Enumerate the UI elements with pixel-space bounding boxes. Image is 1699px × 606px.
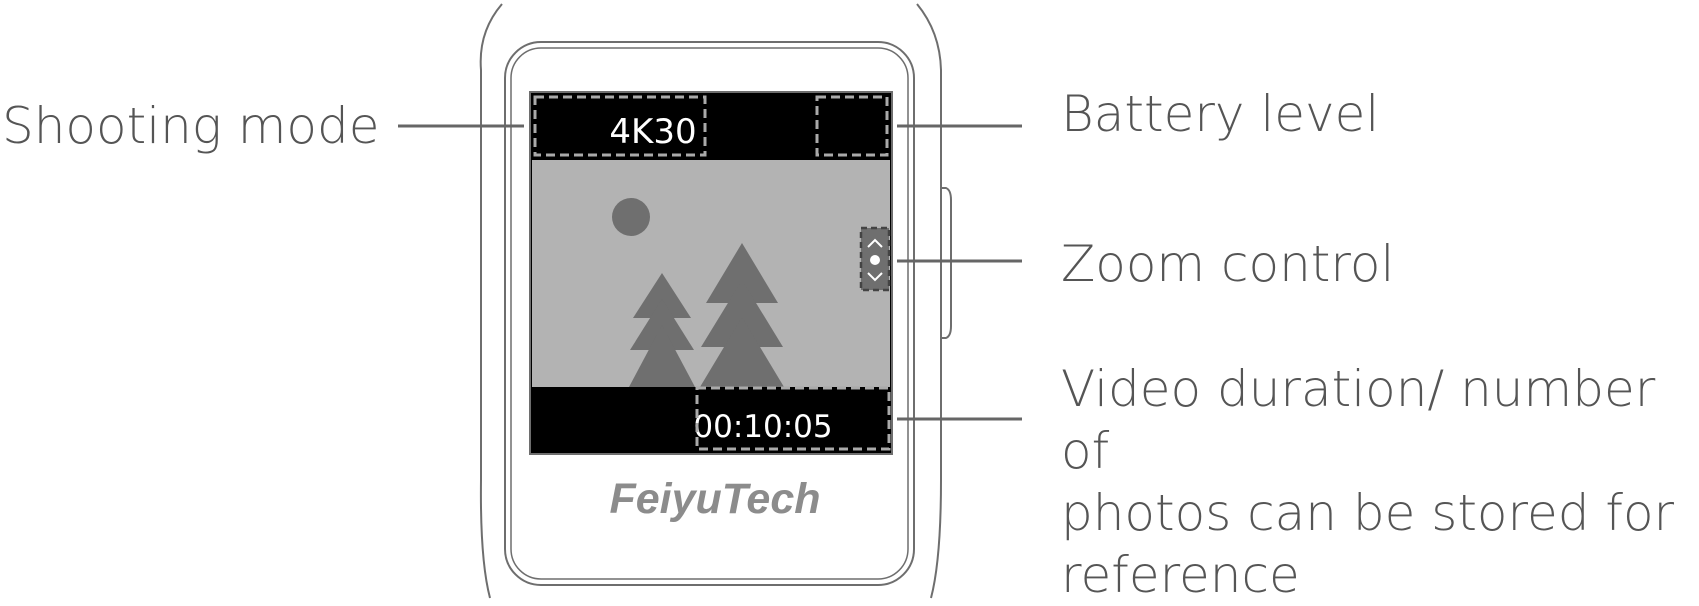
screen-bezel-inner: [510, 47, 909, 580]
zoom-out-icon: [867, 272, 883, 282]
mode-highlight-box: [533, 95, 707, 157]
sun-icon: [612, 198, 650, 236]
device-housing-right: [916, 3, 942, 599]
battery-highlight-box: [815, 95, 889, 157]
label-video-duration: Video duration/ number of photos can be …: [1061, 360, 1675, 604]
label-zoom-control: Zoom control: [1061, 235, 1395, 293]
duration-readout: 00:10:05: [693, 409, 832, 445]
display-border: [529, 91, 893, 455]
side-button: [941, 187, 952, 339]
zoom-level-dot-icon: [870, 255, 880, 265]
label-shooting-mode: Shooting mode: [2, 97, 380, 155]
brand-logo: FeiyuTech: [609, 475, 820, 523]
small-tree-icon: [629, 273, 695, 387]
mode-readout: 4K30: [609, 112, 696, 152]
big-tree-icon: [700, 243, 784, 387]
label-battery-level: Battery level: [1061, 85, 1380, 143]
device-housing: [479, 3, 503, 599]
viewfinder-area: [532, 160, 890, 387]
zoom-in-icon: [867, 238, 883, 248]
